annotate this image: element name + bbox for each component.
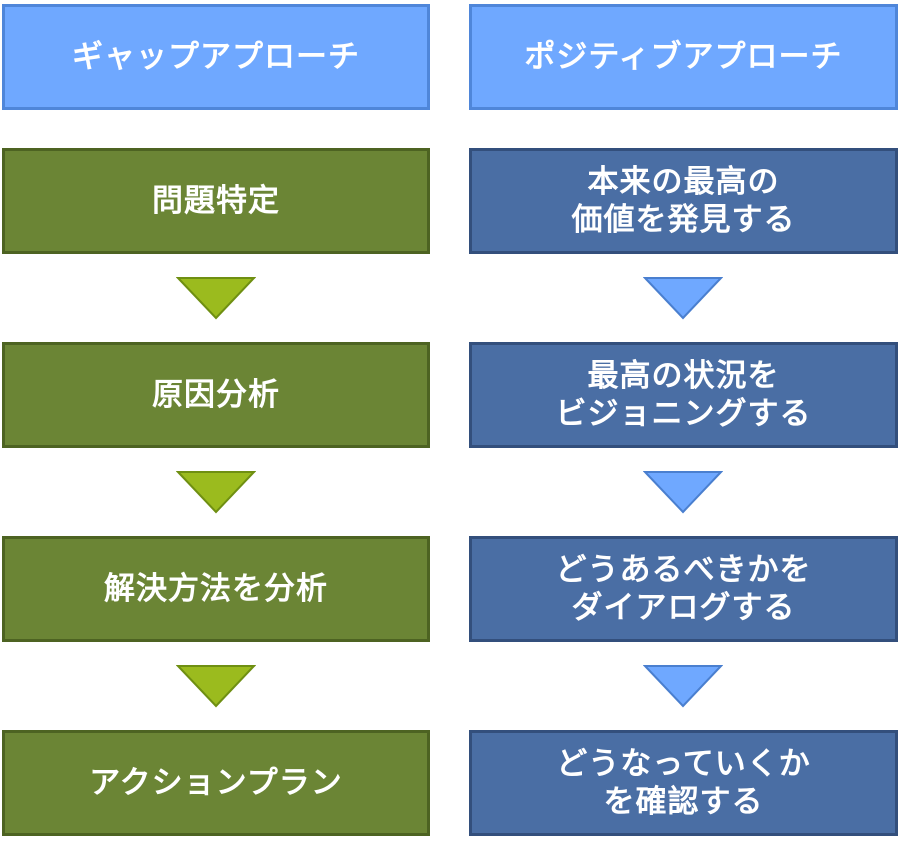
gap-step-action-plan: アクションプラン — [2, 730, 430, 836]
positive-step-dialogue: どうあるべきかを ダイアログする — [469, 536, 898, 642]
gap-step-problem-identification: 問題特定 — [2, 148, 430, 254]
positive-arrow-down-icon — [643, 276, 723, 320]
gap-step-solution-analysis: 解決方法を分析 — [2, 536, 430, 642]
gap-step-root-cause-analysis: 原因分析 — [2, 342, 430, 448]
positive-approach-header: ポジティブアプローチ — [469, 4, 898, 110]
gap-arrow-down-icon — [176, 276, 256, 320]
positive-step-confirm: どうなっていくか を確認する — [469, 730, 898, 836]
positive-arrow-down-icon — [643, 664, 723, 708]
gap-arrow-down-icon — [176, 664, 256, 708]
gap-approach-header: ギャップアプローチ — [2, 4, 430, 110]
gap-arrow-down-icon — [176, 470, 256, 514]
positive-step-discover-value: 本来の最高の 価値を発見する — [469, 148, 898, 254]
positive-step-envision: 最高の状況を ビジョニングする — [469, 342, 898, 448]
positive-arrow-down-icon — [643, 470, 723, 514]
